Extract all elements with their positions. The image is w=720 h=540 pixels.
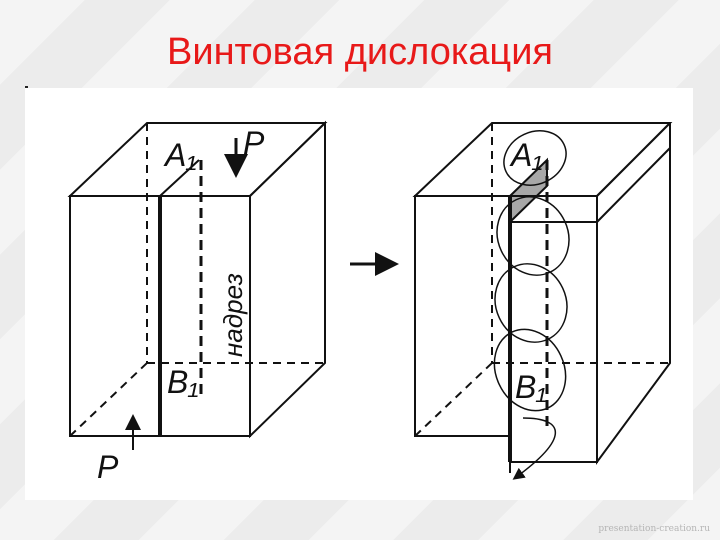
left-label-p-bottom: P [97, 449, 119, 485]
right-block [412, 122, 673, 480]
footer-watermark: presentation-creation.ru [598, 524, 710, 534]
right-top-right-edge [596, 122, 671, 197]
slide-title: Винтовая дислокация [167, 31, 553, 73]
right-label-a1: A₁ [509, 137, 542, 173]
right-hidden-edges [414, 123, 670, 437]
diagram-svg: A₁ P надрез B₁ P [67, 120, 673, 485]
right-labels: A₁ B₁ [509, 137, 546, 405]
screw-dislocation-figure: A₁ P надрез B₁ P [25, 88, 693, 500]
right-label-b1: B₁ [515, 369, 546, 405]
spiral-end-arrow [512, 417, 557, 480]
right-right-face [596, 145, 671, 466]
bullet-dot [25, 86, 28, 89]
left-block [67, 120, 328, 450]
left-label-notch: надрез [218, 273, 248, 357]
right-spiral [493, 130, 570, 480]
right-front-face-left [414, 195, 511, 437]
left-cut-top-edge [159, 159, 200, 197]
left-labels: A₁ P надрез B₁ P [97, 125, 265, 485]
left-label-b1: B₁ [167, 364, 198, 400]
left-hidden-edges [69, 123, 325, 437]
left-label-a1: A₁ [163, 137, 196, 173]
left-label-p-top: P [243, 125, 265, 161]
left-right-face [249, 120, 326, 439]
